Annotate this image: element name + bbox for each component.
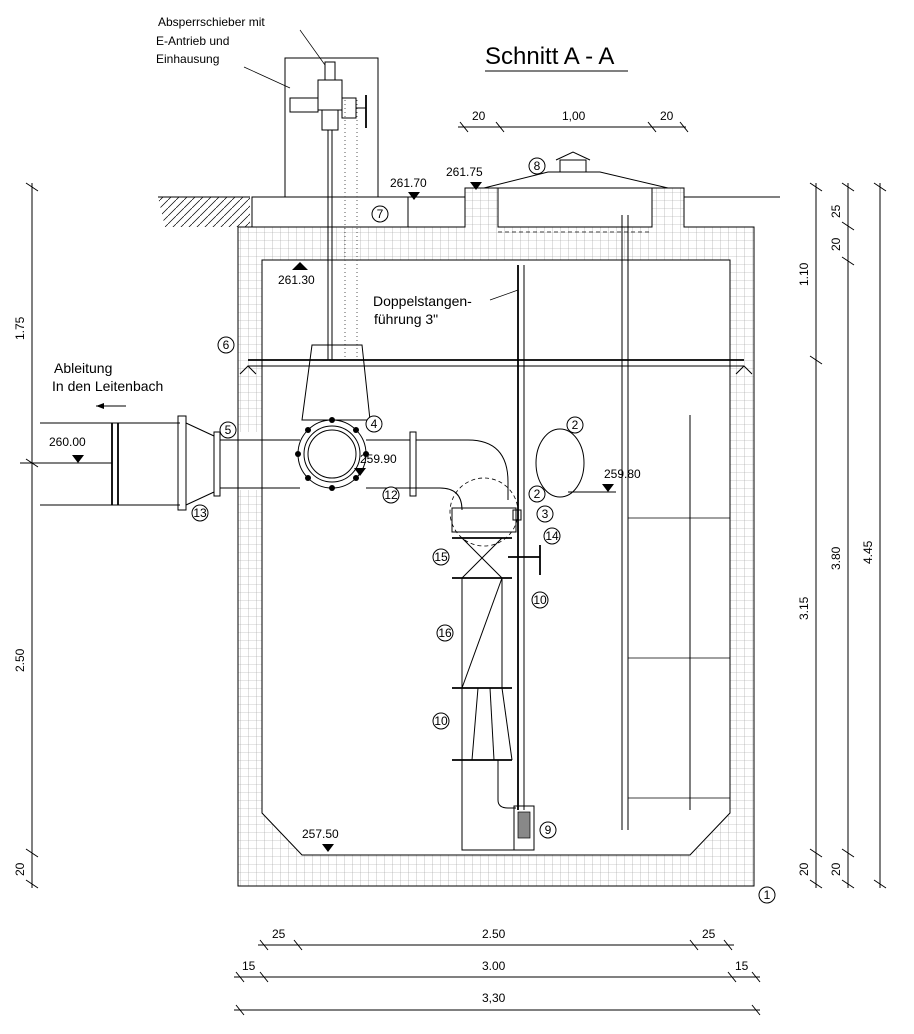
drawing-title: Schnitt A - A bbox=[485, 43, 614, 70]
intermediate-platform bbox=[239, 359, 753, 375]
marker-16: 16 bbox=[438, 626, 452, 640]
marker-9: 9 bbox=[545, 823, 552, 837]
guide-label-2: führung 3" bbox=[374, 311, 438, 327]
discharge-pipe bbox=[40, 415, 519, 547]
dim-r2-bot: 20 bbox=[829, 862, 843, 876]
dim-r2-mid2: 3.80 bbox=[829, 546, 843, 570]
marker-7: 7 bbox=[377, 207, 384, 221]
outlet-label-2: In den Leitenbach bbox=[52, 378, 163, 394]
dim-bot2-mid: 3.00 bbox=[482, 959, 506, 973]
marker-14: 14 bbox=[545, 529, 559, 543]
elev-257-50: 257.50 bbox=[302, 827, 339, 841]
elev-259-90: 259.90 bbox=[360, 452, 397, 466]
marker-2a: 2 bbox=[572, 418, 579, 432]
marker-6: 6 bbox=[223, 338, 230, 352]
dim-bot1-left: 25 bbox=[272, 927, 286, 941]
valve-label-2: E-Antrieb und bbox=[156, 34, 229, 48]
guide-label-1: Doppelstangen- bbox=[373, 293, 472, 309]
dim-r3-total: 4.45 bbox=[861, 540, 875, 564]
inspection-opening bbox=[535, 428, 585, 498]
dim-r1-mid: 3.15 bbox=[797, 596, 811, 620]
ladder bbox=[621, 215, 730, 830]
outlet-arrow-head bbox=[96, 403, 104, 409]
marker-10b: 10 bbox=[434, 714, 448, 728]
marker-3: 3 bbox=[542, 507, 549, 521]
dim-left-upper: 1.75 bbox=[13, 316, 27, 340]
dim-bot2-left: 15 bbox=[242, 959, 256, 973]
valve-body bbox=[301, 344, 371, 421]
dim-r2-top: 25 bbox=[829, 204, 843, 218]
dim-left: 1.75 2.50 20 bbox=[13, 182, 39, 889]
elev-259-80: 259.80 bbox=[604, 467, 641, 481]
dim-r1-bot: 20 bbox=[797, 862, 811, 876]
dim-bot3-total: 3,30 bbox=[482, 991, 506, 1005]
access-hatch bbox=[465, 151, 684, 233]
marker-8: 8 bbox=[534, 159, 541, 173]
dim-bot1-mid: 2.50 bbox=[482, 927, 506, 941]
ground-hatching bbox=[158, 197, 250, 227]
valve-leader bbox=[299, 29, 326, 66]
dim-r2-mid1: 20 bbox=[829, 237, 843, 251]
marker-1: 1 bbox=[764, 888, 771, 902]
shaft-walls bbox=[232, 187, 755, 887]
dim-bottom: 25 2.50 25 15 3.00 15 3,30 bbox=[234, 927, 761, 1016]
elev-261-75: 261.75 bbox=[446, 165, 483, 179]
elevation-markers: 261.70 261.75 261.30 260.00 259.90 259.8… bbox=[20, 165, 641, 852]
dim-top-left: 20 bbox=[472, 109, 486, 123]
elev-261-70: 261.70 bbox=[390, 176, 427, 190]
pump-column bbox=[451, 265, 541, 851]
marker-12: 12 bbox=[384, 488, 398, 502]
marker-5: 5 bbox=[225, 423, 232, 437]
valve-label-3: Einhausung bbox=[156, 52, 219, 66]
guide-leader bbox=[489, 289, 519, 301]
dim-bot2-right: 15 bbox=[735, 959, 749, 973]
marker-2b: 2 bbox=[534, 487, 541, 501]
dim-left-lower: 2.50 bbox=[13, 648, 27, 672]
dim-left-bottom: 20 bbox=[13, 862, 27, 876]
marker-15: 15 bbox=[434, 550, 448, 564]
valve-leader-2 bbox=[243, 66, 291, 89]
markers: 1 2 2 3 4 5 6 7 8 9 10 10 12 13 14 15 16 bbox=[191, 157, 776, 904]
valve-label-1: Absperrschieber mit bbox=[158, 15, 265, 29]
elev-260-00: 260.00 bbox=[49, 435, 86, 449]
marker-4: 4 bbox=[371, 417, 378, 431]
dim-right: 1.10 3.15 20 25 20 3.80 20 4.45 bbox=[797, 182, 887, 889]
dim-top-right: 20 bbox=[660, 109, 674, 123]
marker-13: 13 bbox=[193, 506, 207, 520]
valve-actuator bbox=[289, 61, 367, 360]
marker-10a: 10 bbox=[533, 593, 547, 607]
pipe-flange bbox=[295, 417, 369, 491]
elev-261-30: 261.30 bbox=[278, 273, 315, 287]
outlet-label-1: Ableitung bbox=[54, 360, 112, 376]
dim-r1-top: 1.10 bbox=[797, 262, 811, 286]
dim-bot1-right: 25 bbox=[702, 927, 716, 941]
dim-top-mid: 1,00 bbox=[562, 109, 586, 123]
dim-top: 20 1,00 20 bbox=[458, 109, 689, 133]
